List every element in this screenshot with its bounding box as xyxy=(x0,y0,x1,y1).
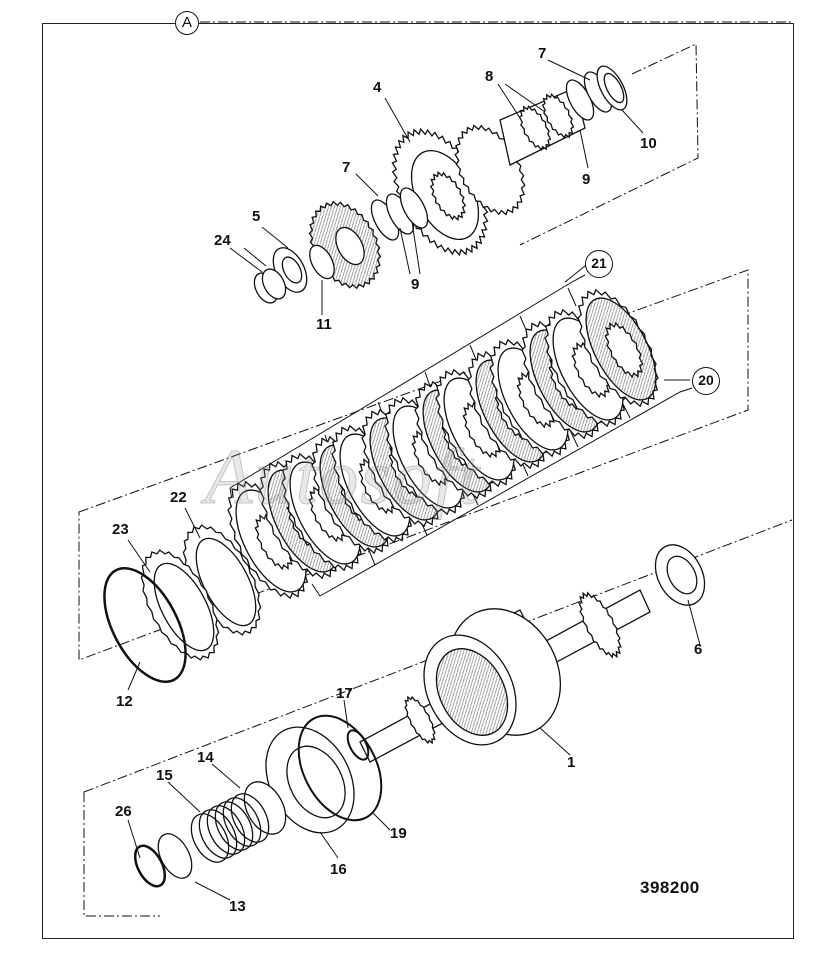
callout-4: 4 xyxy=(373,79,382,96)
retainer-14 xyxy=(243,781,287,835)
spring-coil-5 xyxy=(222,797,262,847)
callout-5: 5 xyxy=(252,208,261,225)
clutch-plate-1 xyxy=(227,480,309,600)
clutch-plate-9 xyxy=(435,368,517,488)
callout-11: 11 xyxy=(316,316,332,333)
circlip-26 xyxy=(133,844,167,888)
diagram-frame xyxy=(42,23,794,939)
ring-10-inner xyxy=(603,72,625,104)
seal-17 xyxy=(346,729,370,761)
clutch-plate-13 xyxy=(544,308,626,428)
callout-9-upper: 9 xyxy=(582,171,591,188)
leader-lines xyxy=(127,59,701,901)
spring-coil-3 xyxy=(206,805,246,855)
callout-7-lower: 7 xyxy=(342,159,351,176)
callout-9-lower: 9 xyxy=(411,276,420,293)
spline-8b xyxy=(541,92,575,140)
callout-26: 26 xyxy=(115,803,132,820)
spring-coil-2 xyxy=(198,809,238,859)
main-shaft-spline xyxy=(578,591,622,659)
spring-coil-4 xyxy=(214,801,254,851)
ring-11 xyxy=(309,244,335,280)
view-marker-a: A xyxy=(175,11,199,35)
callout-12: 12 xyxy=(116,693,133,710)
callout-23: 23 xyxy=(112,521,129,538)
plate-23-face xyxy=(153,562,215,652)
parts-layer xyxy=(103,65,706,888)
callout-17: 17 xyxy=(336,685,353,702)
reference-number: 398200 xyxy=(640,878,700,897)
spring-coil-6 xyxy=(230,793,270,843)
clutch-plate-3 xyxy=(281,452,363,572)
callout-8: 8 xyxy=(485,68,494,85)
callout-1: 1 xyxy=(567,754,576,771)
clutch-plate-7 xyxy=(384,396,466,516)
spline-8a xyxy=(518,104,552,152)
seal-6-inner xyxy=(666,555,698,595)
callout-6: 6 xyxy=(694,641,703,658)
spring-coil-1 xyxy=(190,813,230,863)
clutch-plate-14 xyxy=(577,288,659,408)
callout-10: 10 xyxy=(640,135,657,152)
ring-9-lower-b xyxy=(399,187,429,229)
front-spline xyxy=(404,695,436,745)
callout-15: 15 xyxy=(156,767,173,784)
callout-7-upper: 7 xyxy=(538,45,547,62)
gear-4-bore xyxy=(429,170,467,222)
callout-22: 22 xyxy=(170,489,187,506)
bearing-5-inner xyxy=(281,256,303,284)
clutch-plate-11 xyxy=(489,338,571,458)
gear-idler-bore xyxy=(335,226,365,266)
callout-16: 16 xyxy=(330,861,347,878)
callout-14: 14 xyxy=(197,749,214,766)
callout-20: 20 xyxy=(692,367,720,395)
snap-ring-12 xyxy=(103,566,187,684)
clutch-plate-14-bore xyxy=(604,321,644,379)
seal-19 xyxy=(297,714,383,822)
callout-19: 19 xyxy=(390,825,407,842)
plate-bracket-lines xyxy=(229,274,693,597)
callout-24: 24 xyxy=(214,232,231,249)
ring-24b xyxy=(261,268,287,300)
callout-21: 21 xyxy=(585,250,613,278)
callout-13: 13 xyxy=(229,898,246,915)
drum-1-inner xyxy=(435,648,509,736)
